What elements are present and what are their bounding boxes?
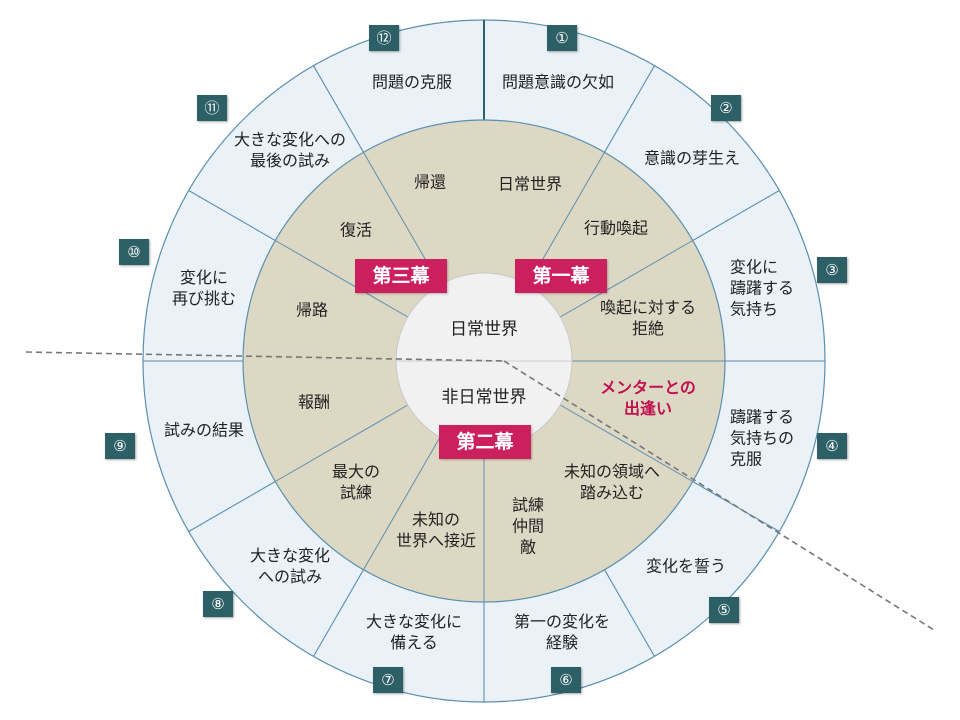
inner-spoke: [275, 404, 409, 482]
inner-step-5-label: 未知の領域へ 踏み込む: [563, 462, 661, 502]
inner-step-2-label: 行動喚起: [583, 218, 649, 238]
center-ordinary-world: 日常世界: [450, 319, 518, 340]
outer-spoke: [604, 569, 655, 657]
stage-10-number-badge: ⑩: [119, 239, 149, 265]
stage-5-number-badge: ⑤: [709, 597, 739, 623]
threshold-line-right: [503, 360, 935, 631]
stage-1-label: 問題意識の欠如: [501, 72, 615, 92]
stage-12-number-badge: ⑫: [369, 25, 399, 51]
stage-10-label: 変化に 再び挑む: [171, 268, 237, 308]
inner-step-12-label: 帰還: [413, 172, 447, 192]
stage-2-number-badge: ②: [711, 95, 741, 121]
stage-7-number-badge: ⑦: [373, 667, 403, 693]
inner-step-8-label: 最大の 試練: [331, 462, 381, 502]
outer-spoke: [188, 190, 276, 241]
inner-step-7-label: 未知の 世界へ接近: [395, 510, 477, 550]
stage-8-number-badge: ⑧: [203, 591, 233, 617]
inner-step-4-label: メンターとの 出逢い: [600, 378, 696, 418]
inner-spoke: [559, 404, 693, 482]
outer-spoke: [604, 65, 655, 153]
stage-4-label: 躊躇する 気持ちの 克服: [729, 407, 795, 469]
stage-9-label: 試みの結果: [163, 420, 245, 440]
stage-8-label: 大きな変化 への試み: [249, 546, 331, 586]
inner-spoke: [275, 240, 409, 318]
inner-step-3-label: 喚起に対する 拒絶: [599, 298, 697, 338]
stage-5-label: 変化を誓う: [645, 556, 727, 576]
inner-step-11-label: 復活: [339, 220, 373, 240]
act-1-label: 第一幕: [515, 259, 607, 293]
stage-4-number-badge: ④: [817, 433, 847, 459]
stage-9-number-badge: ⑨: [105, 433, 135, 459]
inner-spoke: [559, 240, 693, 318]
stage-11-number-badge: ⑪: [197, 95, 227, 121]
stage-7-label: 大きな変化に 備える: [365, 612, 463, 652]
outer-spokes: [143, 20, 825, 702]
inner-step-1-label: 日常世界: [497, 174, 563, 194]
outer-spoke: [188, 481, 276, 532]
act-3-label: 第三幕: [355, 259, 447, 293]
outer-spoke: [313, 569, 364, 657]
stage-6-number-badge: ⑥: [551, 667, 581, 693]
outer-spoke: [313, 65, 364, 153]
stage-3-label: 変化に 躊躇する 気持ち: [729, 257, 795, 319]
stage-3-number-badge: ③: [817, 257, 847, 283]
stage-2-label: 意識の芽生え: [643, 148, 741, 168]
stage-11-label: 大きな変化への 最後の試み: [233, 130, 347, 170]
act-2-label: 第二幕: [439, 425, 531, 459]
stage-12-label: 問題の克服: [371, 72, 453, 92]
center-special-world: 非日常世界: [441, 387, 527, 408]
stage-6-label: 第一の変化を 経験: [513, 612, 611, 652]
inner-step-10-label: 帰路: [295, 300, 329, 320]
inner-spoke: [363, 436, 441, 570]
inner-step-6-label: 試練 仲間 敵: [511, 495, 545, 557]
outer-spoke: [692, 190, 780, 241]
stage-1-number-badge: ①: [547, 25, 577, 51]
inner-step-9-label: 報酬: [297, 392, 331, 412]
